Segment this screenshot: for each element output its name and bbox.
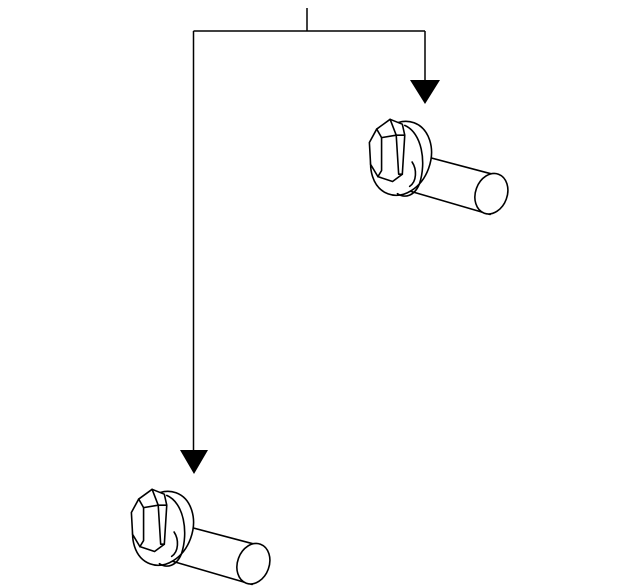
callout-leader <box>180 8 440 474</box>
arrowhead-right <box>410 80 440 104</box>
arrowhead-left <box>180 450 208 474</box>
flange-bolt-icon <box>359 111 515 220</box>
flange-bolt-icon <box>121 481 277 587</box>
